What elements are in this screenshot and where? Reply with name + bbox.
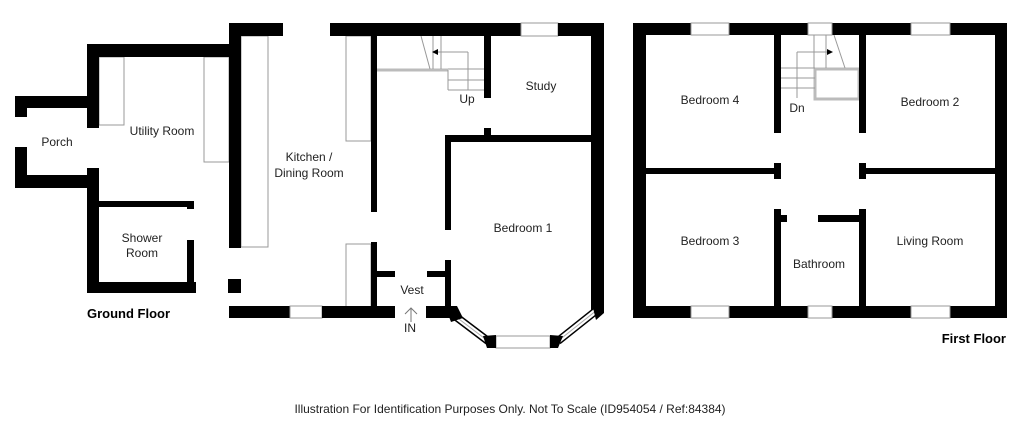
room-label-kitchen: Kitchen / (286, 150, 333, 164)
room-label-dining-room: Dining Room (274, 166, 343, 180)
stairs-label-down: Dn (789, 101, 804, 115)
room-label-bedroom-4: Bedroom 4 (681, 93, 740, 107)
kitchen-counter (240, 35, 269, 248)
window (690, 305, 730, 319)
staircase-up (377, 35, 484, 91)
entrance-label: IN (404, 321, 416, 335)
window (807, 22, 833, 36)
room-label-porch: Porch (41, 135, 72, 149)
room-label-vest: Vest (400, 283, 424, 297)
room-label-shower-room-2: Room (126, 246, 158, 260)
stairs-label-up: Up (459, 92, 475, 106)
window (910, 22, 951, 36)
window (289, 305, 323, 319)
first-floor-plan: Bedroom 4 Bedroom 2 Bedroom 3 Bathroom L… (633, 22, 1007, 346)
room-label-study: Study (526, 79, 557, 93)
kitchen-counter (345, 35, 372, 142)
staircase-down (781, 34, 861, 101)
room-label-bedroom-2: Bedroom 2 (901, 95, 960, 109)
room-label-bathroom: Bathroom (793, 257, 845, 271)
window (807, 305, 833, 319)
bay-window (445, 300, 604, 349)
window (520, 22, 559, 37)
window (910, 305, 951, 319)
ground-floor-plan: Porch Utility Room Shower Room Kitchen /… (15, 22, 604, 349)
room-label-bedroom-3: Bedroom 3 (681, 234, 740, 248)
entrance-arrow-icon (404, 307, 418, 322)
kitchen-counter (345, 243, 372, 308)
room-label-living-room: Living Room (897, 234, 964, 248)
room-label-utility-room: Utility Room (130, 124, 195, 138)
ground-floor-title: Ground Floor (87, 306, 170, 321)
disclaimer-footer: Illustration For Identification Purposes… (294, 402, 725, 416)
utility-counter (203, 56, 230, 163)
room-label-shower-room: Shower (122, 231, 163, 245)
first-floor-title: First Floor (942, 331, 1006, 346)
utility-counter (98, 56, 125, 126)
room-label-bedroom-1: Bedroom 1 (494, 221, 553, 235)
window (690, 22, 730, 36)
